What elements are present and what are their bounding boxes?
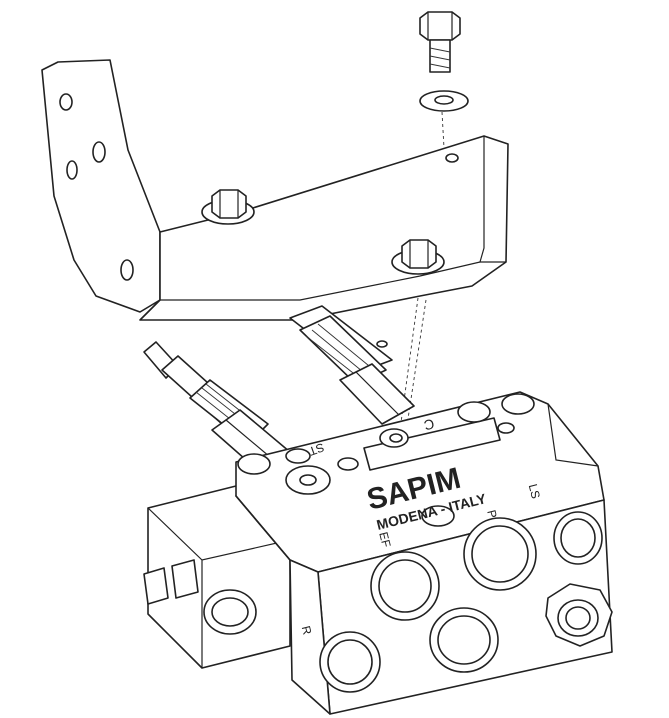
top-bolt xyxy=(419,11,461,73)
valve-body xyxy=(235,391,613,715)
port-r-label: R xyxy=(299,624,315,636)
bracket-bolt-left xyxy=(201,189,255,225)
port-st-label: ST xyxy=(306,440,326,459)
top-washer xyxy=(419,90,469,112)
port-ef-label: EF xyxy=(376,530,393,548)
mounting-bracket xyxy=(41,59,509,321)
cartridge-valve-right xyxy=(289,305,415,425)
bracket-bolt-right xyxy=(391,239,445,275)
port-c-label: C xyxy=(422,416,436,434)
port-ls-label: LS xyxy=(526,482,543,500)
solenoid-coil xyxy=(143,485,291,669)
port-p-label: P xyxy=(484,508,500,519)
